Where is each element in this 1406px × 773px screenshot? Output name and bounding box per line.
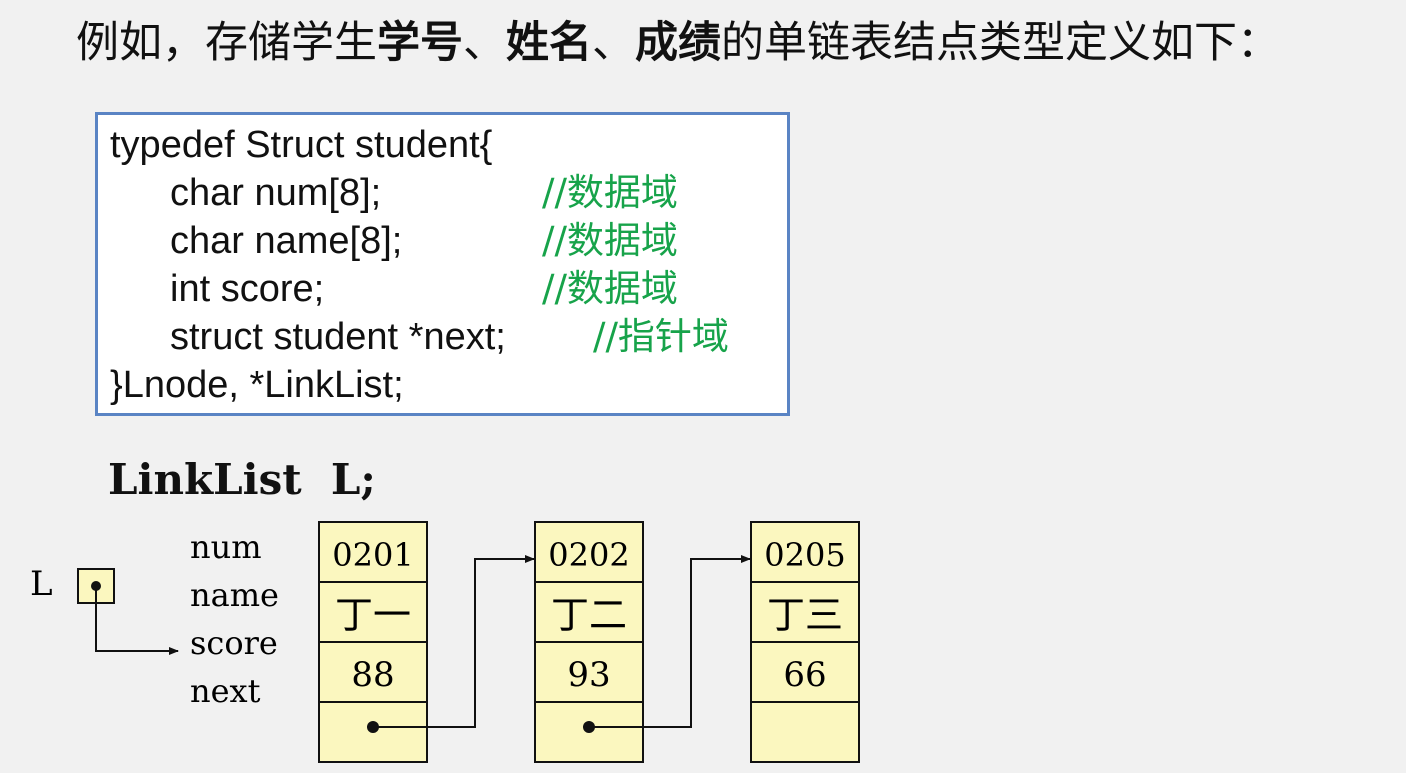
next-pointer-arrow [373,555,535,728]
field-label-num: num [190,528,262,566]
next-pointer-arrow [589,555,751,728]
head-pointer-label: L [30,564,53,604]
list-node: 0205 丁三 66 [750,521,860,763]
code-line-score: int score; [170,268,325,310]
code-line-typename: }Lnode, *LinkList; [110,364,404,406]
code-line-typedef: typedef Struct student{ [110,124,493,166]
code-comment-next: //指针域 [593,315,729,358]
heading-field-student-id: 学号 [377,18,463,68]
code-comment-num: //数据域 [542,171,678,214]
field-label-score: score [190,624,278,662]
head-pointer-arrow [95,586,179,655]
field-label-name: name [190,576,279,614]
node-score: 93 [567,655,610,695]
node-num: 0202 [548,536,629,574]
code-line-name: char name[8]; [170,220,403,262]
list-node: 0202 丁二 93 [534,521,644,763]
field-label-next: next [190,672,261,710]
linklist-declaration: LinkList L; [108,455,376,504]
heading-prefix: 例如，存储学生 [76,18,377,68]
list-node: 0201 丁一 88 [318,521,428,763]
code-line-next: struct student *next; [170,316,506,358]
heading-suffix: 的单链表结点类型定义如下： [721,18,1280,68]
code-block: typedef Struct student{ char num[8]; //数… [95,112,790,416]
node-score: 66 [783,655,826,695]
node-name: 丁三 [767,593,843,637]
node-num: 0201 [332,536,413,574]
heading-field-score: 成绩 [635,18,721,68]
code-line-num: char num[8]; [170,172,382,214]
node-name: 丁二 [551,593,627,637]
node-score: 88 [351,655,394,695]
node-name: 丁一 [335,593,411,637]
code-comment-name: //数据域 [542,219,678,262]
heading-field-name: 姓名 [506,18,592,68]
node-num: 0205 [764,536,845,574]
code-comment-score: //数据域 [542,267,678,310]
page-heading: 例如，存储学生学号、姓名、成绩的单链表结点类型定义如下： [76,10,1280,76]
heading-separator-1: 、 [463,18,506,68]
heading-separator-2: 、 [592,18,635,68]
